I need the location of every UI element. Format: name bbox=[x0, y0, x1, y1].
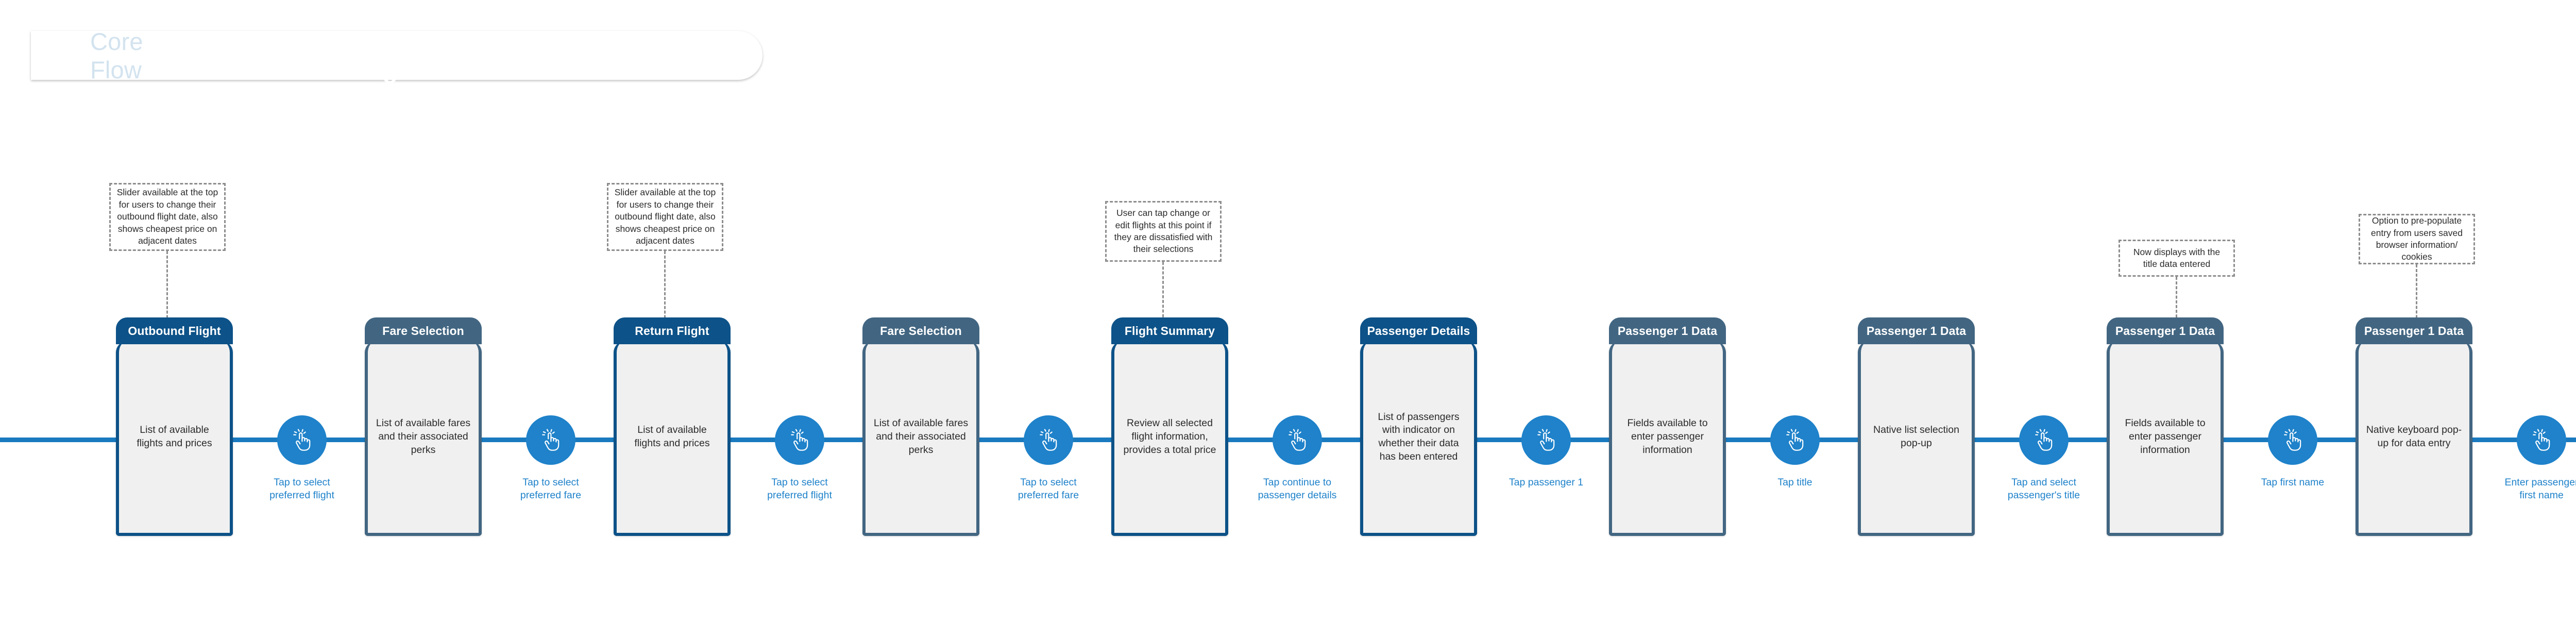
flow-action-label: Enter passenger first name bbox=[2504, 477, 2576, 501]
flow-action-label: Tap title bbox=[1777, 477, 1812, 488]
annotation-stem bbox=[2176, 277, 2177, 341]
screen-card-body: Fields available to enter passenger info… bbox=[1627, 417, 1708, 456]
tap-icon[interactable] bbox=[775, 415, 824, 465]
screen-card-title: Passenger Details bbox=[1360, 317, 1477, 344]
screen-card[interactable]: Passenger 1 Data Native keyboard pop-up … bbox=[2355, 317, 2472, 536]
flow-action-node[interactable]: Tap to select preferred flight bbox=[269, 415, 334, 501]
flow-action-node[interactable]: Tap to select preferred fare bbox=[520, 415, 581, 501]
screen-card-body: List of available flights and prices bbox=[634, 424, 710, 449]
screen-card[interactable]: Passenger 1 Data Fields available to ent… bbox=[2107, 317, 2224, 536]
flow-action-node[interactable]: Tap title bbox=[1770, 415, 1820, 488]
annotation-stem bbox=[2416, 264, 2417, 341]
screen-card-body: Review all selected flight information, … bbox=[1123, 417, 1216, 456]
screen-card-body: Native keyboard pop-up for data entry bbox=[2366, 424, 2462, 449]
screen-card[interactable]: Passenger 1 Data Native list selection p… bbox=[1858, 317, 1975, 536]
screen-card-title: Flight Summary bbox=[1111, 317, 1228, 344]
screen-card[interactable]: Fare Selection List of available fares a… bbox=[365, 317, 482, 536]
flow-action-node[interactable]: Tap first name bbox=[2261, 415, 2324, 488]
annotation-note: Slider available at the top for users to… bbox=[109, 183, 226, 251]
flow-action-node[interactable]: Tap to select preferred flight bbox=[767, 415, 832, 501]
flow-title-prefix: Core Flow bbox=[90, 27, 143, 83]
tap-icon[interactable] bbox=[2019, 415, 2069, 465]
tap-icon[interactable] bbox=[1770, 415, 1820, 465]
annotation-text: User can tap change or edit flights at t… bbox=[1114, 208, 1213, 255]
screen-card-body: Native list selection pop-up bbox=[1873, 424, 1959, 449]
annotation-note: User can tap change or edit flights at t… bbox=[1105, 201, 1222, 262]
screen-card-title: Passenger 1 Data bbox=[2107, 317, 2224, 344]
annotation-text: Slider available at the top for users to… bbox=[614, 187, 716, 246]
flow-action-label: Tap passenger 1 bbox=[1509, 477, 1584, 488]
screen-card-body: List of available fares and their associ… bbox=[376, 417, 471, 456]
flow-action-label: Tap to select preferred fare bbox=[520, 477, 582, 501]
annotation-stem bbox=[664, 251, 666, 341]
screen-card[interactable]: Flight Summary Review all selected fligh… bbox=[1111, 317, 1228, 536]
tap-icon[interactable] bbox=[277, 415, 327, 465]
screen-card[interactable]: Passenger 1 Data Fields available to ent… bbox=[1609, 317, 1726, 536]
tap-icon[interactable] bbox=[1024, 415, 1073, 465]
flow-title-text: Round Trip / 2 Adults / Fixed Dates / Ec… bbox=[179, 27, 725, 83]
screen-card-title: Passenger 1 Data bbox=[1858, 317, 1975, 344]
annotation-stem bbox=[166, 251, 168, 341]
screen-card-body: List of available fares and their associ… bbox=[873, 417, 969, 456]
screen-card-title: Return Flight bbox=[614, 317, 731, 344]
tap-icon[interactable] bbox=[1273, 415, 1322, 465]
annotation-text: Option to pre-populate entry from users … bbox=[2371, 215, 2463, 262]
flow-action-label: Tap to select preferred fare bbox=[1018, 477, 1079, 501]
tap-icon[interactable] bbox=[2517, 415, 2566, 465]
flow-action-label: Tap continue to passenger details bbox=[1258, 477, 1337, 501]
screen-card-body: Fields available to enter passenger info… bbox=[2125, 417, 2206, 456]
annotation-text: Slider available at the top for users to… bbox=[116, 187, 218, 246]
screen-card[interactable]: Fare Selection List of available fares a… bbox=[862, 317, 979, 536]
screen-card-title: Passenger 1 Data bbox=[1609, 317, 1726, 344]
flow-action-label: Tap and select passenger's title bbox=[2007, 477, 2080, 501]
flow-action-label: Tap to select preferred flight bbox=[269, 477, 334, 501]
screen-card-title: Fare Selection bbox=[862, 317, 979, 344]
screen-card[interactable]: Outbound Flight List of available flight… bbox=[116, 317, 233, 536]
screen-card-title: Fare Selection bbox=[365, 317, 482, 344]
screen-card[interactable]: Passenger Details List of passengers wit… bbox=[1360, 317, 1477, 536]
tap-icon[interactable] bbox=[1521, 415, 1571, 465]
screen-card-body: List of available flights and prices bbox=[137, 424, 212, 449]
flow-action-node[interactable]: Enter passenger first name bbox=[2504, 415, 2576, 501]
flow-action-node[interactable]: Tap continue to passenger details bbox=[1258, 415, 1336, 501]
annotation-note: Option to pre-populate entry from users … bbox=[2359, 214, 2475, 264]
annotation-note: Now displays with the title data entered bbox=[2119, 240, 2235, 277]
annotation-text: Now displays with the title data entered bbox=[2133, 246, 2221, 269]
screen-card-title: Outbound Flight bbox=[116, 317, 233, 344]
annotation-note: Slider available at the top for users to… bbox=[607, 183, 723, 251]
annotation-stem bbox=[1162, 262, 1164, 341]
tap-icon[interactable] bbox=[526, 415, 575, 465]
flow-action-node[interactable]: Tap to select preferred fare bbox=[1018, 415, 1079, 501]
flow-action-label: Tap first name bbox=[2261, 477, 2325, 488]
screen-card-title: Passenger 1 Data bbox=[2355, 317, 2472, 344]
tap-icon[interactable] bbox=[2268, 415, 2317, 465]
flow-title-banner: Core Flow Round Trip / 2 Adults / Fixed … bbox=[31, 28, 762, 83]
screen-card[interactable]: Return Flight List of available flights … bbox=[614, 317, 731, 536]
screen-card-body: List of passengers with indicator on whe… bbox=[1378, 411, 1460, 462]
flow-action-label: Tap to select preferred flight bbox=[767, 477, 832, 501]
flow-action-node[interactable]: Tap passenger 1 bbox=[1509, 415, 1583, 488]
flow-action-node[interactable]: Tap and select passenger's title bbox=[2008, 415, 2080, 501]
